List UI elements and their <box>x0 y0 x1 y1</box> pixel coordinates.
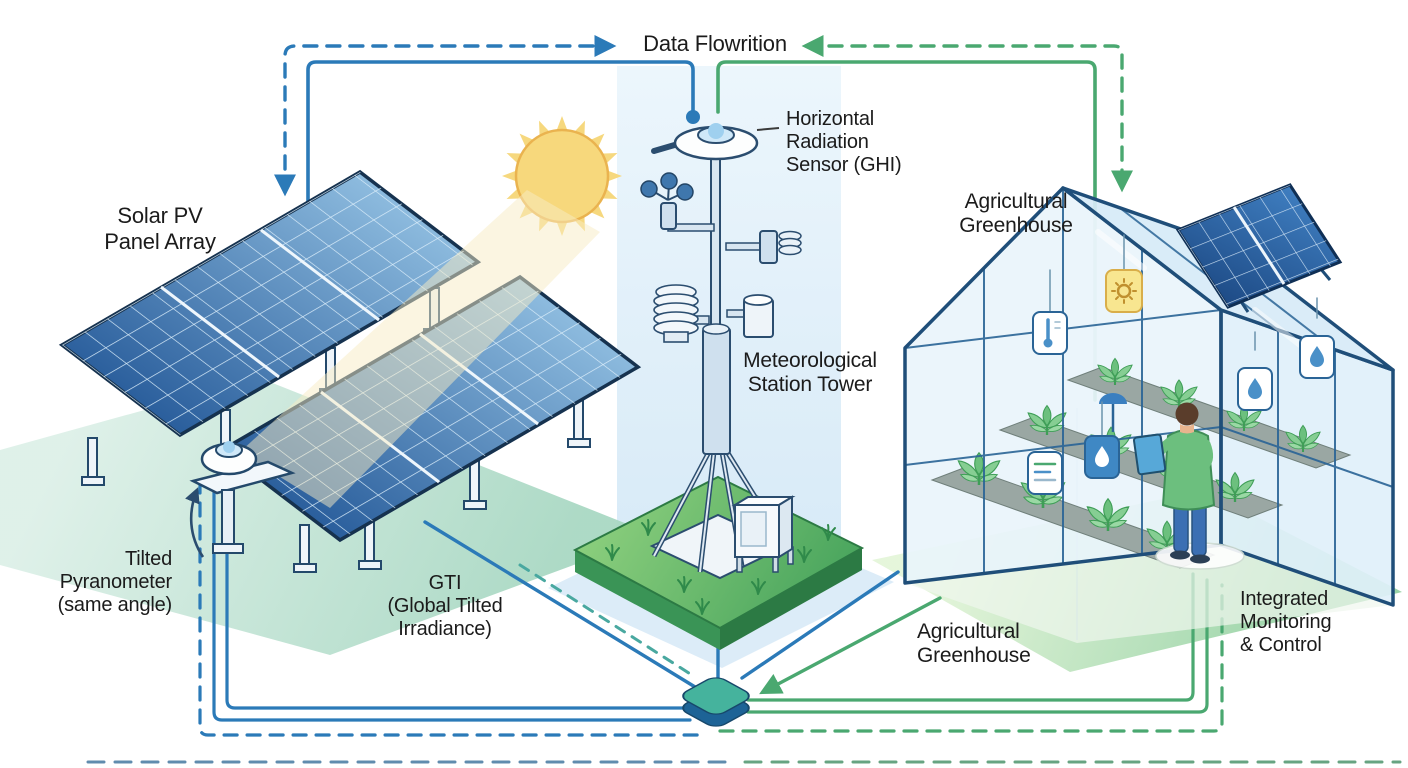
ghi-sensor-icon <box>651 123 759 161</box>
ghi-pointer-line <box>756 127 780 131</box>
label-data-flow: Data Flowrition <box>615 31 815 57</box>
sensor-card-data <box>1027 451 1063 495</box>
anemometer-icon <box>640 172 715 232</box>
greenhouse-to-hub-arrow <box>759 596 942 695</box>
sprinkler-icon <box>1099 393 1127 432</box>
sensor-cards <box>1027 234 1335 495</box>
data-flow-title: Data Flowrition <box>643 31 787 56</box>
sensor-card-irrigation-3 <box>1299 335 1335 379</box>
sensor-card-irrigation-1 <box>1084 435 1120 479</box>
met-tower <box>572 123 865 650</box>
person-with-tablet <box>1133 402 1245 570</box>
ghi-connection-dot <box>686 110 700 124</box>
gti-dashed-line <box>518 563 697 679</box>
pyranometer-arrow <box>185 487 205 558</box>
flow-lines <box>86 34 1402 764</box>
label-pyranometer: Tilted Pyranometer (same angle) <box>57 548 173 617</box>
tilted-pyranometer <box>189 441 296 554</box>
rain-gauge-icon <box>726 294 774 338</box>
radiation-shield-icon <box>653 284 710 343</box>
roof-solar-panel <box>1175 183 1343 313</box>
label-solar-pv: Solar PV Panel Array <box>104 203 216 254</box>
solar-array-back <box>58 169 482 486</box>
label-greenhouse-bottom: Agricultural Greenhouse <box>917 620 1031 668</box>
blue-solid-flow-line <box>306 60 695 220</box>
datalogger-box <box>731 495 796 573</box>
wind-vane-icon <box>725 230 802 264</box>
gti-line <box>423 520 702 692</box>
label-greenhouse-top: Agricultural Greenhouse <box>959 190 1073 238</box>
sensor-card-irrigation-2 <box>1237 367 1273 411</box>
hub-node <box>682 677 750 727</box>
label-monitoring: Integrated Monitoring & Control <box>1240 588 1332 657</box>
greenhouse <box>903 183 1395 643</box>
green-dashed-flow-line <box>801 34 1134 193</box>
sensor-card-light <box>1105 269 1143 313</box>
label-ghi-sensor: Horizontal Radiation Sensor (GHI) <box>786 108 902 177</box>
sunbeam <box>240 190 600 508</box>
blue-dashed-flow-line <box>273 34 617 197</box>
label-gti: GTI (Global Tilted Irradiance) <box>387 572 503 641</box>
label-met-tower: Meteorological Station Tower <box>743 349 877 397</box>
sensor-card-temperature <box>1032 311 1068 355</box>
